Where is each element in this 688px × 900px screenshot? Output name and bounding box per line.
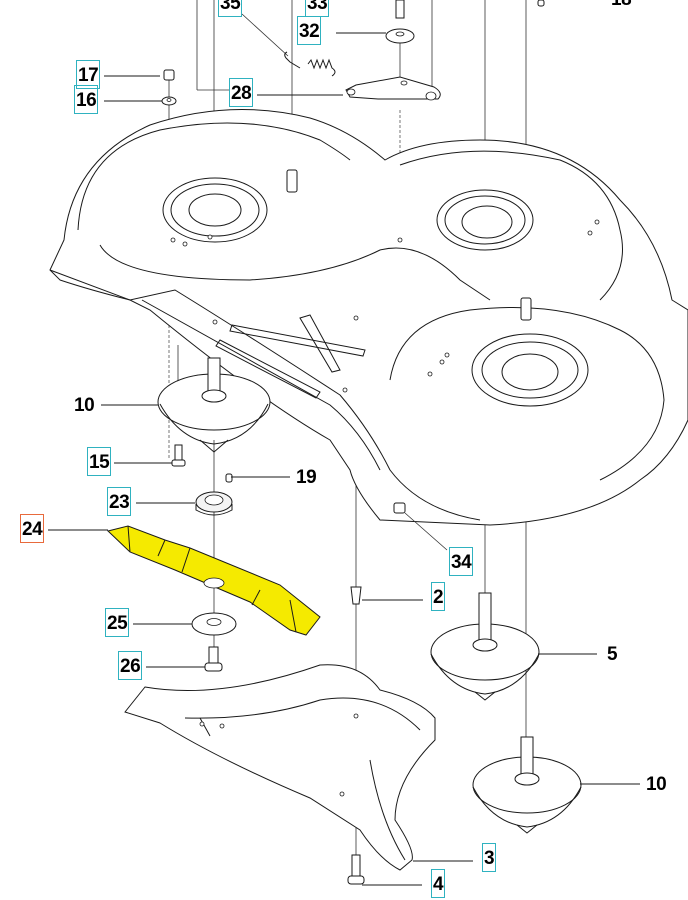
spindle-housing-right xyxy=(472,736,582,834)
bolt-26 xyxy=(204,646,223,672)
callout-5[interactable]: 5 xyxy=(607,644,618,665)
nut-34 xyxy=(393,502,406,514)
bolt-15 xyxy=(171,444,186,467)
callout-24-selected[interactable]: 24 xyxy=(20,514,45,543)
callout-10-left[interactable]: 10 xyxy=(74,395,95,416)
pin-18 xyxy=(537,0,545,7)
callout-4[interactable]: 4 xyxy=(431,869,446,898)
callout-19[interactable]: 19 xyxy=(296,467,317,488)
washer-32 xyxy=(385,28,415,44)
callout-35[interactable]: 35 xyxy=(218,0,243,17)
callout-26[interactable]: 26 xyxy=(118,651,143,680)
bracket-part xyxy=(345,76,441,101)
callout-10-right[interactable]: 10 xyxy=(646,774,667,795)
nut-17 xyxy=(163,69,175,81)
callout-33[interactable]: 33 xyxy=(305,0,330,17)
spring-part xyxy=(241,13,336,77)
callout-17[interactable]: 17 xyxy=(76,60,101,89)
callout-28[interactable]: 28 xyxy=(229,78,254,107)
blade-24 xyxy=(106,525,321,636)
callout-15[interactable]: 15 xyxy=(87,447,112,476)
bolt-33 xyxy=(395,0,405,19)
blade-guard-3 xyxy=(124,664,436,871)
callout-16[interactable]: 16 xyxy=(74,85,99,114)
callout-18[interactable]: 18 xyxy=(611,0,632,9)
bolt-4 xyxy=(347,854,365,885)
callout-32[interactable]: 32 xyxy=(297,16,322,45)
spindle-housing-5 xyxy=(430,592,540,701)
bearing-23 xyxy=(195,491,233,516)
key-19 xyxy=(225,473,233,483)
callout-25[interactable]: 25 xyxy=(105,608,130,637)
washer-25 xyxy=(191,612,237,636)
callout-34[interactable]: 34 xyxy=(449,547,474,576)
washer-16 xyxy=(161,96,177,106)
callout-3[interactable]: 3 xyxy=(482,843,497,872)
spacer-2 xyxy=(350,586,362,605)
spindle-housing-left xyxy=(157,357,271,453)
callout-2[interactable]: 2 xyxy=(431,582,446,611)
callout-23[interactable]: 23 xyxy=(107,487,132,516)
cutting-deck xyxy=(49,109,688,526)
leader-lines xyxy=(48,32,640,886)
